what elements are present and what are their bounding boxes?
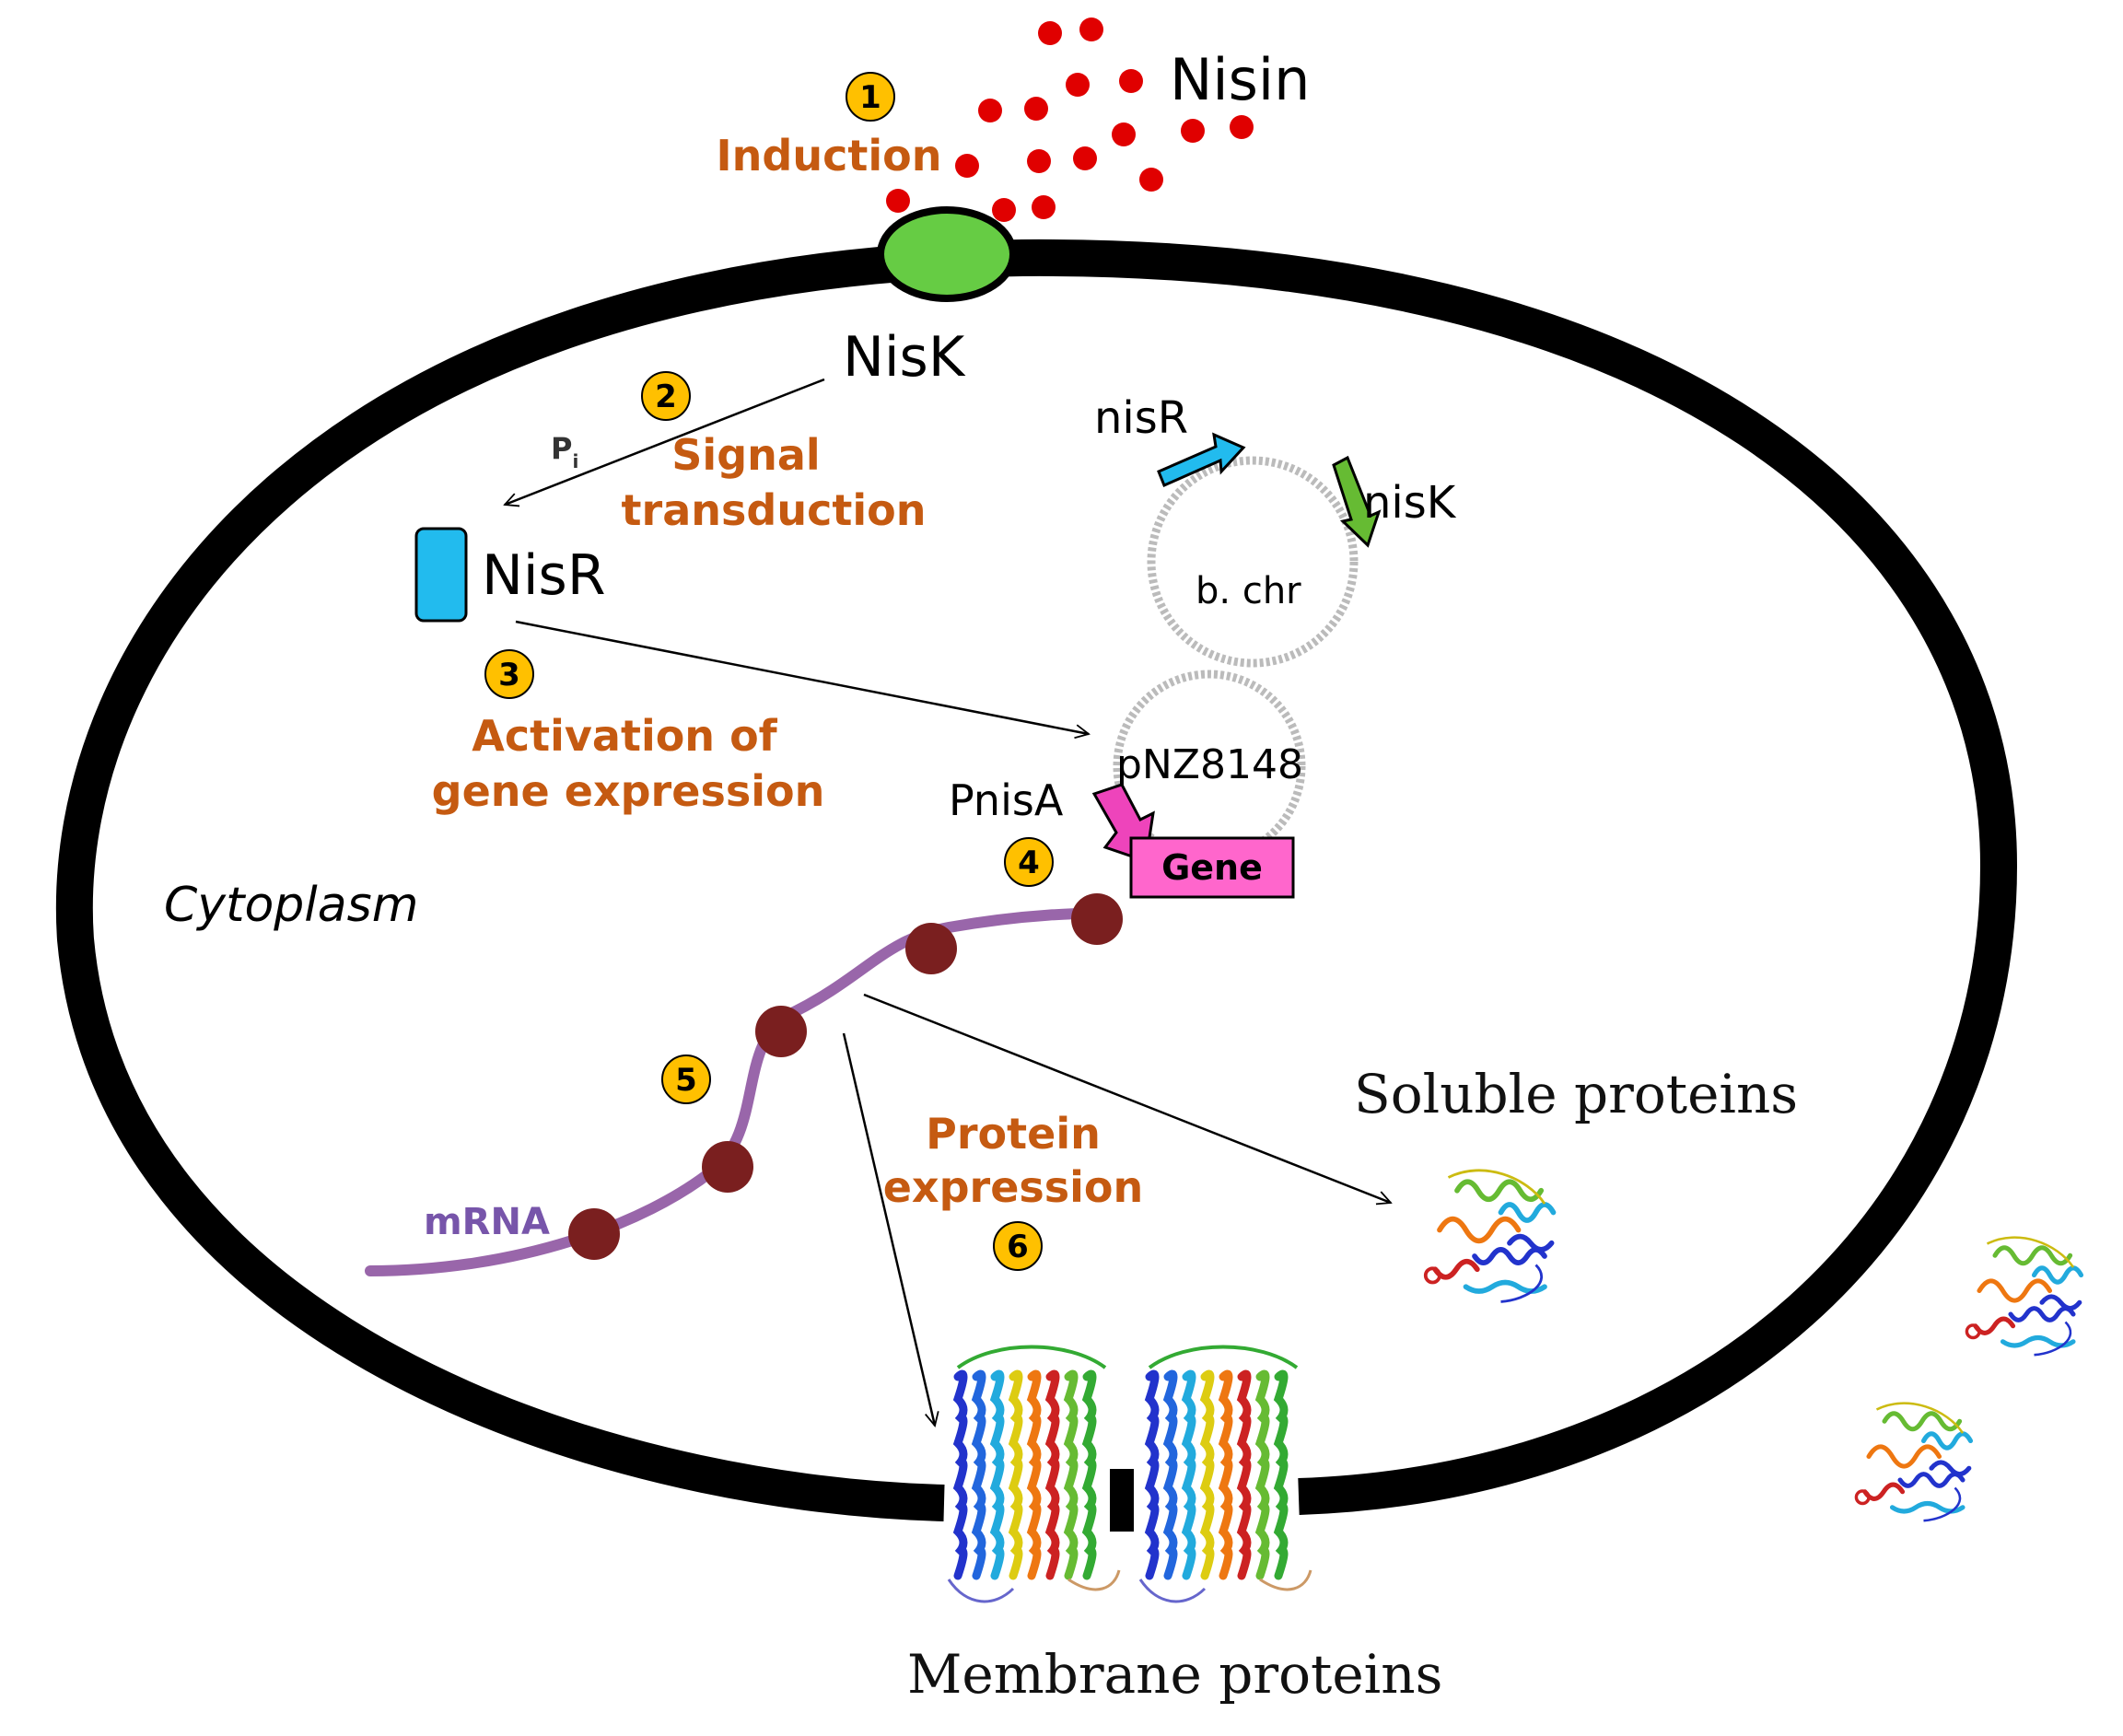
chrom-nisr-label: nisR [1094, 392, 1188, 444]
ribosome [1071, 893, 1123, 945]
membrane-proteins [947, 1345, 1312, 1603]
nisin-molecules [886, 17, 1254, 222]
step-2-text-line1: Signal [671, 430, 820, 480]
soluble-proteins [1423, 1169, 2084, 1522]
signal-arrow [505, 378, 825, 505]
ribosome [905, 923, 957, 974]
svg-text:1: 1 [859, 79, 881, 116]
nisin-dot [1139, 168, 1163, 192]
nisin-dot [1181, 119, 1205, 143]
mrna-label: mRNA [424, 1201, 550, 1243]
gene-label: Gene [1161, 847, 1263, 888]
nisin-dot [1066, 73, 1090, 97]
cell-membrane [55, 239, 2018, 1532]
gene-box [1129, 836, 1295, 899]
promoter-label: PnisA [949, 775, 1064, 825]
nisin-dot [1024, 97, 1048, 121]
svg-text:2: 2 [655, 379, 677, 415]
helix-bundle-icon [1138, 1345, 1312, 1603]
nisk-receptor [877, 206, 1017, 302]
nisin-label: Nisin [1170, 46, 1310, 113]
cytoplasm-label: Cytoplasm [164, 878, 418, 933]
protein-structure-icon [1423, 1169, 1557, 1303]
step-3-text-line1: Activation of [472, 711, 777, 761]
nisk-label: NisK [843, 325, 966, 390]
nisr-gene-arrow [1157, 432, 1246, 488]
nisk-gene-arrow [1332, 455, 1382, 548]
soluble-arrow [863, 993, 1391, 1203]
ribosome [702, 1141, 753, 1193]
nisin-dot [955, 154, 979, 178]
step-2-text-line2: transduction [622, 485, 927, 535]
protein-structure-icon [1965, 1236, 2084, 1357]
phosphate-label: Pi [551, 431, 578, 472]
nisr-protein [414, 527, 468, 623]
step-6-text-line2: expression [883, 1162, 1144, 1212]
mrna-strand: mRNA [365, 893, 1123, 1276]
ribosome [755, 1006, 807, 1057]
nisin-dot [1027, 149, 1051, 173]
nisin-dot [978, 99, 1002, 122]
nisin-dot [1119, 69, 1143, 93]
nisin-dot [1230, 115, 1254, 139]
step-badge-1: 1 [846, 72, 895, 122]
nisin-dot [1073, 146, 1097, 170]
step-badge-4: 4 [1004, 837, 1054, 887]
chrom-nisk-label: nisK [1363, 477, 1457, 529]
membrane-proteins-label: Membrane proteins [907, 1643, 1442, 1706]
nisin-dot [1038, 21, 1062, 45]
nisin-dot [886, 189, 910, 213]
plasmid-label: pNZ8148 [1116, 741, 1303, 788]
nisin-dot [1112, 122, 1136, 146]
step-3-text-line2: gene expression [432, 766, 825, 816]
chromosome-ring [1147, 456, 1359, 668]
plasmid-pnz8148: pNZ8148 PnisA Gene [949, 670, 1306, 899]
nisin-dot [1079, 17, 1103, 41]
bacterial-chromosome: nisR nisK b. chr [1094, 392, 1457, 668]
step-badge-6: 6 [993, 1221, 1043, 1271]
svg-text:3: 3 [498, 657, 520, 693]
activation-arrow [515, 620, 1089, 734]
step-badge-3: 3 [484, 649, 534, 699]
nisr-label: NisR [482, 543, 606, 608]
svg-text:4: 4 [1018, 845, 1040, 881]
membrane-segment [1110, 1469, 1134, 1532]
protein-structure-icon [1854, 1402, 1974, 1522]
step-6-text-line1: Protein [926, 1109, 1101, 1159]
step-badge-2: 2 [641, 371, 691, 421]
chromosome-label: b. chr [1196, 570, 1301, 612]
membrane-arrow [842, 1032, 935, 1426]
svg-text:5: 5 [675, 1062, 697, 1099]
ribosome [568, 1208, 620, 1260]
soluble-proteins-label: Soluble proteins [1354, 1063, 1798, 1125]
nisin-dot [1032, 195, 1056, 219]
step-badge-5: 5 [661, 1054, 711, 1104]
nisin-dot [992, 198, 1016, 222]
step-1-text: Induction [717, 131, 942, 181]
svg-text:6: 6 [1007, 1229, 1029, 1265]
helix-bundle-icon [947, 1345, 1121, 1603]
